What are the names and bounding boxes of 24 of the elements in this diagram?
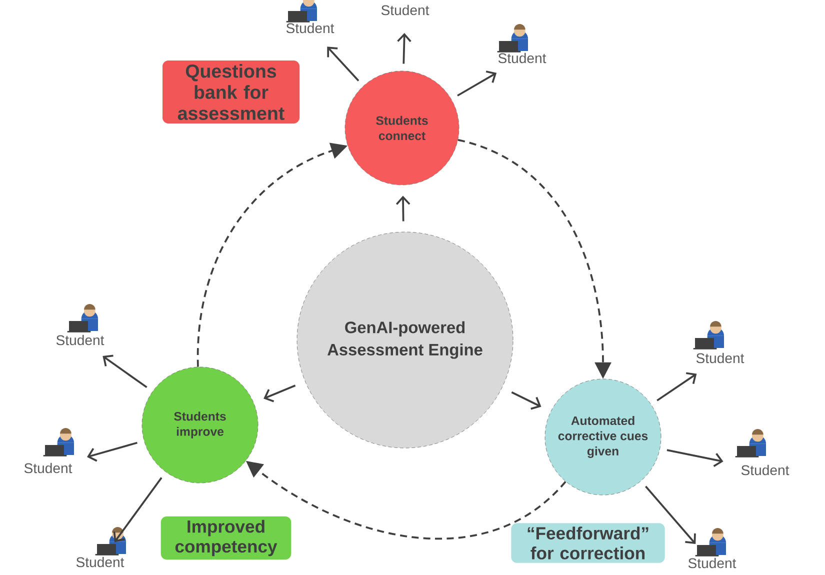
student-label: Student — [741, 464, 790, 476]
label-tag: Questions bank for assessment — [162, 60, 300, 124]
arrow — [102, 354, 148, 388]
label-tag: Improved competency — [160, 516, 292, 560]
student-label: Student — [696, 352, 744, 364]
arrow — [457, 70, 497, 96]
student-label: Student — [381, 4, 430, 16]
student-label: Student — [688, 558, 736, 568]
arrow — [511, 391, 542, 410]
student-label: Student — [286, 22, 334, 34]
arrow — [113, 477, 162, 542]
student-label: Student — [56, 334, 104, 346]
arrow — [327, 46, 360, 82]
arrow — [397, 32, 412, 64]
arrow — [645, 486, 696, 544]
arrow — [264, 384, 296, 402]
student-label: Student — [76, 556, 124, 568]
arrow — [396, 196, 410, 222]
arrow — [666, 449, 724, 467]
arrow — [656, 372, 697, 402]
arrow — [87, 442, 138, 462]
label-tag: “Feedforward” for correction — [511, 523, 665, 563]
student-label: Student — [24, 462, 72, 474]
student-label: Student — [498, 52, 546, 64]
